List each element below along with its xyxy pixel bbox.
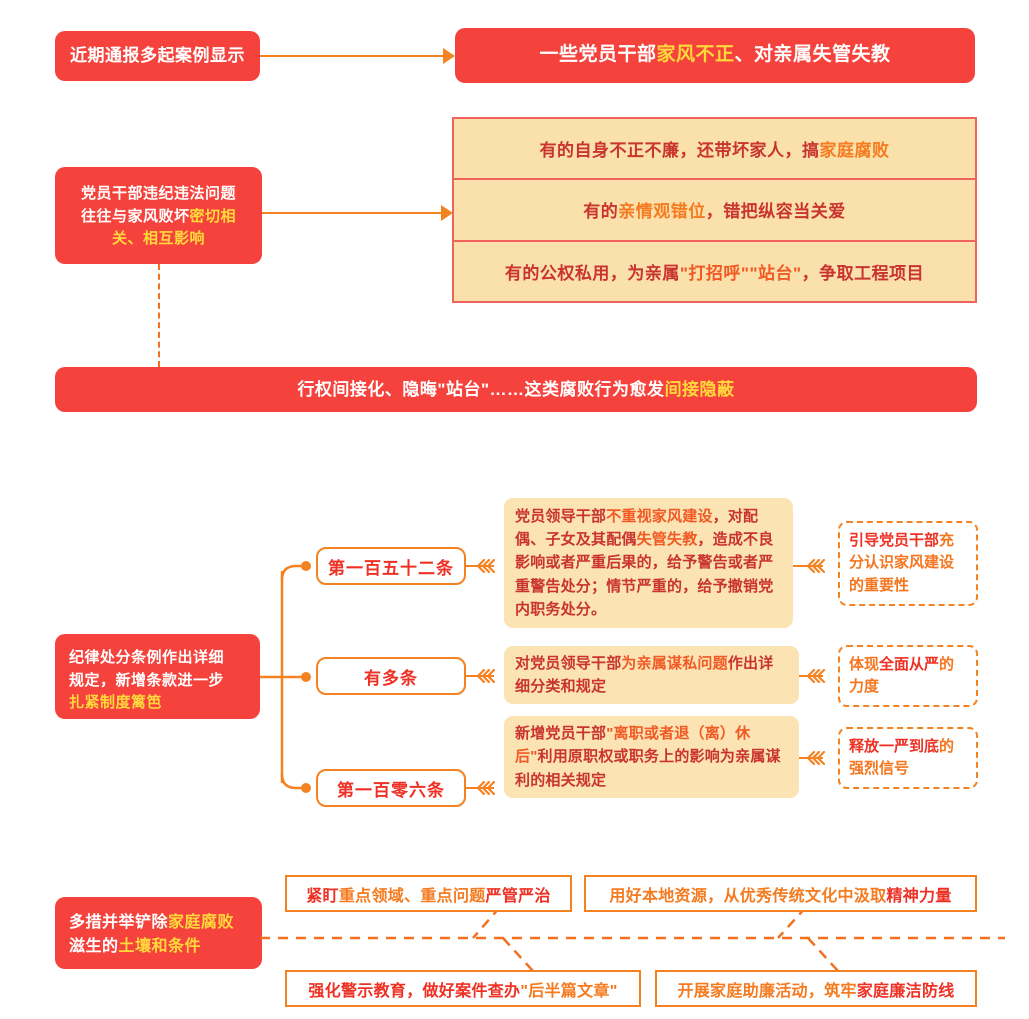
measure-box-3: 强化警示教育，做好案件查办"后半篇文章" [285,970,641,1007]
r2-t: 的力度 [849,655,955,696]
c3-p2: 利用原职权或职务上的影响为亲属谋利的相关规定 [515,748,781,789]
headline-pre: 一些党员干部 [539,44,657,66]
s3-left-line3-hl: 扎紧制度篱笆 [69,694,163,711]
measure-box-4: 开展家庭助廉活动，筑牢家庭廉洁防线 [655,970,977,1007]
c2-h1: 为亲属谋私问题 [621,654,728,672]
s2-banner-pre: 行权间接化、隐晦"站台"……这类腐败行为愈发 [297,379,665,399]
c1-h2: 失管失教 [636,531,698,549]
s3-left-line2: 规定，新增条款进一步 [69,671,225,689]
m4-a: 开展家庭助廉活动，筑牢 [677,982,857,1000]
bracket-connector [260,561,311,793]
c1-p1: 党员领导干部 [515,507,607,525]
r1-t: 充分认识家风建设的重要性 [849,531,955,594]
pill-1-label: 第一百五十二条 [328,558,454,578]
pill-2-label: 有多条 [364,668,418,688]
connector-s2-down [158,264,160,367]
section4-connectors [260,906,1005,983]
table-row: 有的亲情观错位，错把纵容当关爱 [454,178,975,239]
connector-b1 [466,565,494,567]
row1-hl: 家庭腐败 [819,141,890,161]
s4-line1-pre: 多措并举铲除 [69,914,169,931]
r2-t2: 全面从严 [879,655,940,673]
source-label-text: 近期通报多起案例显示 [70,46,245,66]
s4-line1-hl: 家庭腐败 [168,914,235,931]
s4-line2-hl: 土壤和条件 [118,938,202,955]
arrowhead-s2 [441,205,453,221]
result-box-1: 引导党员干部充分认识家风建设的重要性 [838,521,978,606]
card-branch-3: 新增党员干部"离职或者退（离）休后"利用原职权或职务上的影响为亲属谋利的相关规定 [504,716,799,798]
source-label-box: 近期通报多起案例显示 [55,31,260,81]
row2-hl: 亲情观错位 [618,202,706,222]
m1-a: 紧盯 [306,887,339,905]
headline-highlight: 家风不正 [656,44,735,66]
chevron-left-icon-r2 [806,668,826,684]
connector-b3 [466,787,494,789]
m1-c: 严管严治 [485,887,551,905]
pill-multiple-articles[interactable]: 有多条 [316,657,466,695]
card-branch-1: 党员领导干部不重视家风建设，对配偶、子女及其配偶失管失教，造成不良影响或者严重后… [504,498,793,628]
s2-left-line2-pre: 往往与家风败坏 [80,207,190,225]
row3-hl: "打招呼""站台" [679,263,802,283]
c1-p3: ，造成不良影响或者严重后果的，给予警告或者严重警告处分；情节严重的，给予撤销党内… [515,531,774,618]
card-branch-2: 对党员领导干部为亲属谋私问题作出详细分类和规定 [504,646,799,704]
pill-article-106[interactable]: 第一百零六条 [316,769,466,807]
m4-c: 家庭廉洁防线 [856,982,955,1000]
chevron-left-icon-r3 [806,750,826,766]
s2-left-line1: 党员干部违纪违法问题 [80,185,236,202]
r3-h: 释放一严到底 [849,737,940,755]
m3-c: "后半篇文章" [520,982,618,1000]
measure-box-1: 紧盯重点领域、重点问题严管严治 [285,875,572,912]
c1-p2: ，对配偶、子女及其配偶 [515,507,759,549]
r1-h: 引导党员干部 [849,531,940,549]
s4-line2-pre: 滋生的 [69,938,119,955]
row2-post: ，错把纵容当关爱 [705,202,846,222]
m2-c: 精神力量 [886,887,952,905]
pill-article-152[interactable]: 第一百五十二条 [316,547,466,585]
table-row: 有的自身不正不廉，还带坏家人，搞家庭腐败 [454,119,975,178]
connector-s2 [262,212,448,214]
m1-b: 重点领域、重点问题 [338,887,486,905]
c1-h1: 不重视家风建设 [606,507,713,525]
row2-pre: 有的 [583,202,619,222]
s2-banner-hl: 间接隐蔽 [664,379,735,399]
s2-left-line3-hl: 关、相互影响 [111,230,205,247]
c2-p1: 对党员领导干部 [515,654,622,672]
s3-left-line1: 纪律处分条例作出详细 [69,649,225,666]
c2-p2: 作出详细分类和规定 [515,654,774,695]
section4-left-box: 多措并举铲除家庭腐败 滋生的土壤和条件 [55,897,262,969]
table-row: 有的公权私用，为亲属"打招呼""站台"，争取工程项目 [454,239,975,301]
c3-h1: "离职或者退（离）休后" [515,725,751,766]
result-box-2: 体现全面从严的力度 [838,645,978,707]
section3-left-box: 纪律处分条例作出详细 规定，新增条款进一步 扎紧制度篱笆 [55,634,260,719]
headline-banner: 一些党员干部家风不正、对亲属失管失教 [455,28,975,83]
headline-post: 、对亲属失管失教 [734,44,891,66]
section2-left-box: 党员干部违纪违法问题 往往与家风败坏密切相 关、相互影响 [55,167,262,264]
chevron-left-icon-b2 [476,668,496,684]
row1-pre: 有的自身不正不廉，还带坏家人，搞 [539,141,820,161]
row3-pre: 有的公权私用，为亲属 [504,263,680,283]
r2-h: 体现 [849,655,880,673]
arrowhead-s1 [443,48,455,64]
m2-a: 用好本地资源，从优秀传统文化中汲取 [609,887,887,905]
chevron-left-icon-b1 [476,558,496,574]
section2-banner: 行权间接化、隐晦"站台"……这类腐败行为愈发间接隐蔽 [55,367,977,412]
measure-box-2: 用好本地资源，从优秀传统文化中汲取精神力量 [584,875,977,912]
connector-r2 [799,675,823,677]
row3-post: ，争取工程项目 [801,263,925,283]
c3-p1: 新增党员干部 [515,725,607,743]
r3-t: 的强烈信号 [849,737,955,778]
connector-s1 [260,55,450,57]
pill-3-label: 第一百零六条 [337,780,445,800]
chevron-left-icon-r1 [806,558,826,574]
s2-left-line2-hl: 密切相 [189,207,237,225]
chevron-left-icon-b3 [476,780,496,796]
result-box-3: 释放一严到底的强烈信号 [838,727,978,789]
connector-b2 [466,675,494,677]
connector-r3 [799,757,823,759]
section2-table: 有的自身不正不廉，还带坏家人，搞家庭腐败 有的亲情观错位，错把纵容当关爱 有的公… [452,117,977,303]
m3-a: 强化警示教育，做好案件查办 [308,982,521,1000]
